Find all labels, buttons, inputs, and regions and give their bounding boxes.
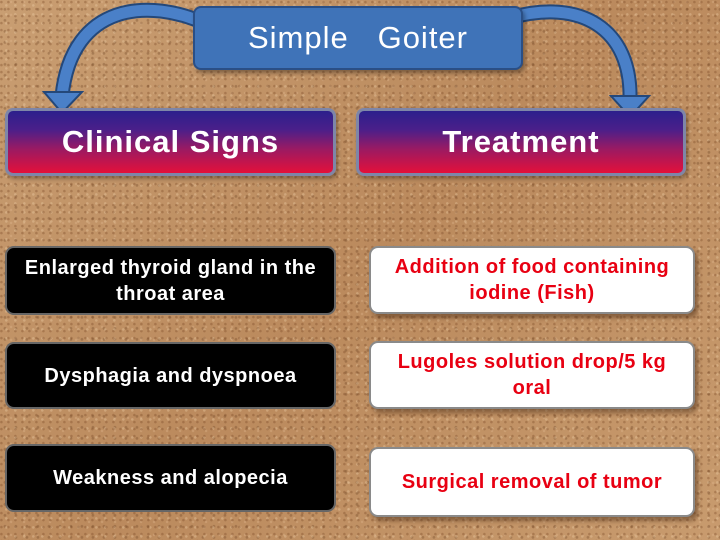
- curved-arrow-left-icon: [41, 2, 214, 115]
- header-clinical-signs-label: Clinical Signs: [61, 124, 280, 159]
- header-treatment: Treatment: [356, 108, 686, 176]
- clinical-sign-box: Dysphagia and dyspnoea: [5, 342, 336, 409]
- clinical-sign-box: Enlarged thyroid gland in the throat are…: [5, 246, 336, 315]
- treatment-text: Lugoles solution drop/5 kg oral: [397, 351, 667, 399]
- treatment-box: Lugoles solution drop/5 kg oral: [369, 341, 695, 409]
- header-treatment-label: Treatment: [442, 124, 600, 159]
- page-title-text: Simple Goiter: [247, 20, 468, 55]
- clinical-sign-text: Enlarged thyroid gland in the throat are…: [24, 256, 317, 305]
- clinical-sign-text: Weakness and alopecia: [53, 467, 288, 489]
- curved-arrow-right-icon: [502, 4, 652, 119]
- treatment-box: Addition of food containing iodine (Fish…: [369, 246, 695, 314]
- clinical-sign-box: Weakness and alopecia: [5, 444, 336, 512]
- treatment-box: Surgical removal of tumor: [369, 447, 695, 517]
- treatment-text: Surgical removal of tumor: [401, 471, 663, 493]
- page-title: Simple Goiter: [193, 6, 523, 70]
- header-clinical-signs: Clinical Signs: [5, 108, 336, 176]
- treatment-text: Addition of food containing iodine (Fish…: [394, 256, 670, 304]
- clinical-sign-text: Dysphagia and dyspnoea: [44, 364, 297, 387]
